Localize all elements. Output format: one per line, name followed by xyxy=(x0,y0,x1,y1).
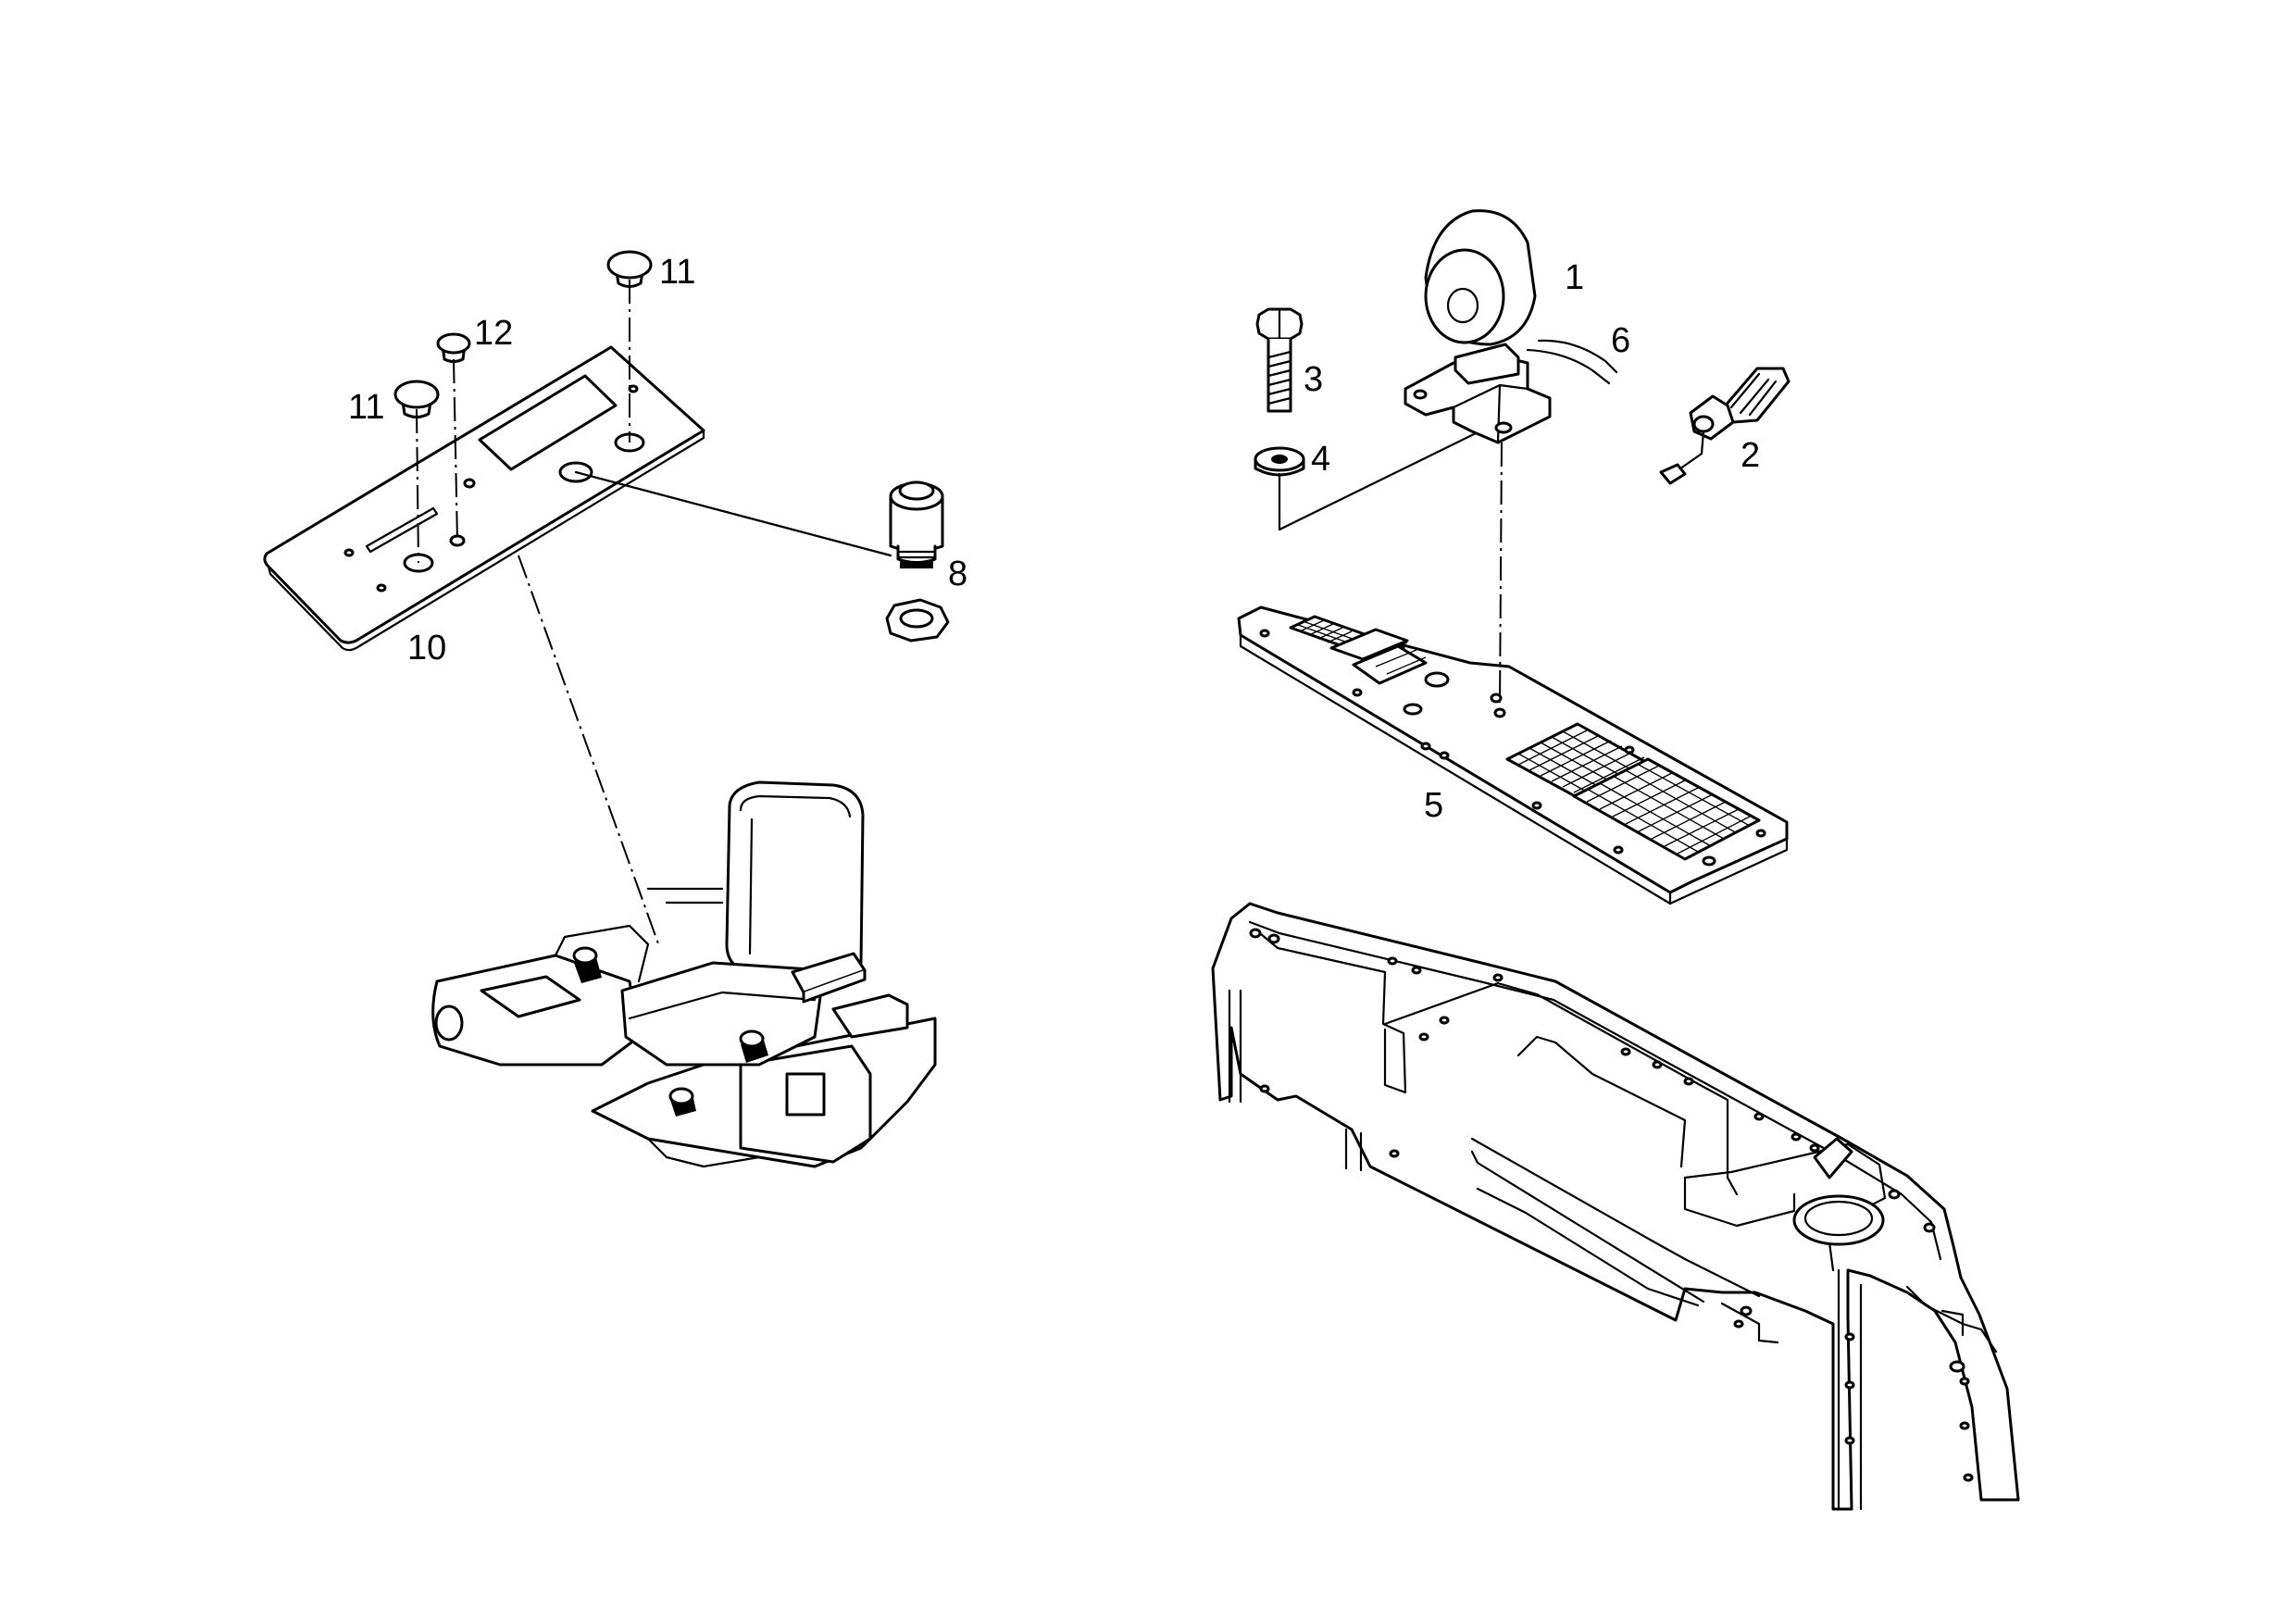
frame-holes xyxy=(1249,928,1974,1482)
panel-grid-mid xyxy=(1329,628,1428,685)
label-part-5: 5 xyxy=(1424,786,1443,825)
cover-panel-5 xyxy=(1237,605,1789,905)
panel-grid-right xyxy=(1572,757,1761,861)
label-part-11-left: 11 xyxy=(348,388,384,427)
leaders-right xyxy=(1278,431,1503,706)
plug-11-left xyxy=(393,380,440,418)
label-part-12: 12 xyxy=(474,314,513,353)
label-part-8: 8 xyxy=(948,555,967,593)
machine-frame xyxy=(1211,902,2020,1511)
seat-assembly xyxy=(431,780,937,1168)
label-part-11-top: 11 xyxy=(659,253,695,292)
label-part-1: 1 xyxy=(1565,258,1584,297)
part-labels: 1 2 3 4 5 6 8 10 11 11 12 xyxy=(348,253,1760,825)
switch-8 xyxy=(885,480,950,643)
label-part-4: 4 xyxy=(1311,440,1330,479)
connector-2 xyxy=(1659,367,1791,485)
leaders-left xyxy=(416,280,892,947)
label-part-3: 3 xyxy=(1304,360,1323,399)
label-part-2: 2 xyxy=(1741,436,1760,475)
panel-plate-10 xyxy=(263,345,705,652)
plug-11-top xyxy=(606,250,653,288)
lamp-1 xyxy=(1404,209,1618,444)
label-part-10: 10 xyxy=(407,629,446,668)
plug-12 xyxy=(436,332,471,363)
label-part-6: 6 xyxy=(1611,321,1630,360)
washer-4 xyxy=(1254,446,1305,477)
bolt-3 xyxy=(1255,307,1304,413)
